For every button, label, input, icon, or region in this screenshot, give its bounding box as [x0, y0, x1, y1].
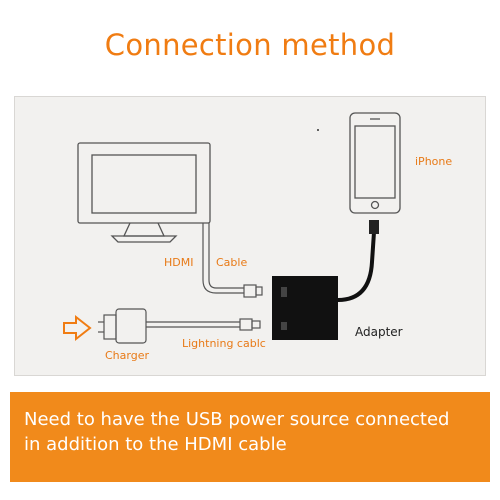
- notice-banner: Need to have the USB power source connec…: [10, 392, 490, 482]
- lightning-plug-icon: [369, 220, 379, 234]
- arrow-right-icon: [63, 314, 92, 342]
- iphone-label: iPhone: [415, 155, 453, 168]
- tv-monitor-icon: [77, 142, 211, 243]
- notice-line-2: in addition to the HDMI cable: [24, 434, 287, 455]
- adapter-icon: [272, 276, 338, 340]
- cable-label: Cable: [216, 256, 248, 269]
- iphone-icon: [349, 112, 401, 214]
- notice-line-1: Need to have the USB power source connec…: [24, 409, 450, 430]
- hdmi-label: HDMI: [164, 256, 194, 269]
- charger-lightning-cable: [146, 318, 261, 331]
- adapter-lightning-cable: [337, 231, 376, 302]
- hdmi-plug-icon: [243, 284, 263, 298]
- hdmi-cable: [202, 223, 244, 294]
- marker-dot: [317, 129, 319, 131]
- page-title: Connection method: [104, 28, 396, 62]
- lightning-cable-label: Lightning cablc: [182, 337, 266, 350]
- charger-label: Charger: [105, 349, 149, 362]
- charger-icon: [98, 308, 147, 344]
- adapter-label: Adapter: [355, 325, 403, 339]
